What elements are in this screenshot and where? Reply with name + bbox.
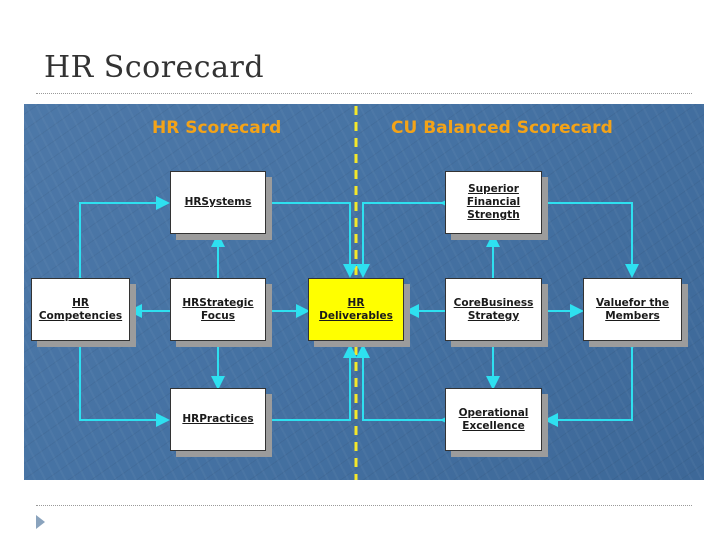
node-value-for-members: Valuefor the Members <box>583 278 682 341</box>
slide-title: HR Scorecard <box>44 50 265 85</box>
node-operational-excellence: Operational Excellence <box>445 388 542 451</box>
node-hr-deliverables: HR Deliverables <box>308 278 404 341</box>
arrow-competencies-systems <box>73 196 170 289</box>
bullet-triangle-icon <box>36 515 45 529</box>
node-superior-financial-strength: Superior Financial Strength <box>445 171 542 234</box>
footer-divider <box>36 505 692 506</box>
scorecard-diagram: HR Scorecard CU Balanced Scorecard HRSys… <box>24 104 704 480</box>
node-hr-strategic-focus: HRStrategic Focus <box>170 278 266 341</box>
arrow-value-operational <box>544 336 639 427</box>
node-hr-competencies: HR Competencies <box>31 278 130 341</box>
hr-scorecard-heading: HR Scorecard <box>152 118 282 138</box>
cu-balanced-scorecard-heading: CU Balanced Scorecard <box>391 118 613 138</box>
arrow-systems-deliverables <box>260 196 357 278</box>
arrow-financial-deliverables <box>356 196 454 278</box>
arrow-practices-deliverables <box>260 344 357 427</box>
arrow-competencies-practices <box>73 333 170 427</box>
arrow-operational-deliverables <box>356 344 454 427</box>
title-divider <box>36 93 692 94</box>
node-hr-systems: HRSystems <box>170 171 266 234</box>
arrow-financial-value <box>536 196 639 278</box>
node-core-business-strategy: CoreBusiness Strategy <box>445 278 542 341</box>
connector-layer <box>73 106 639 480</box>
node-hr-practices: HRPractices <box>170 388 266 451</box>
